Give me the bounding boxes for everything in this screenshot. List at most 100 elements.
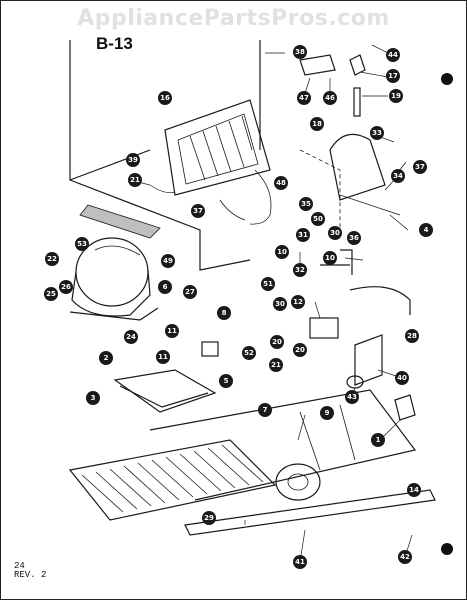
svg-text:9: 9 [325, 409, 330, 417]
svg-text:35: 35 [301, 200, 311, 208]
svg-text:3: 3 [91, 394, 96, 402]
callout-38: 38 [293, 45, 307, 59]
svg-text:5: 5 [224, 377, 229, 385]
svg-text:44: 44 [388, 51, 398, 59]
svg-text:10: 10 [277, 248, 287, 256]
watermark: AppliancePartsPros.com [77, 6, 390, 31]
svg-text:37: 37 [193, 207, 203, 215]
svg-text:11: 11 [158, 353, 168, 361]
callout-42: 42 [398, 550, 412, 564]
drain-tube [349, 286, 411, 315]
callout-11b: 11 [165, 324, 179, 338]
callout-34: 34 [391, 169, 405, 183]
callout-18: 18 [310, 117, 324, 131]
callout-8: 8 [217, 306, 231, 320]
callout-3: 3 [86, 391, 100, 405]
svg-text:43: 43 [347, 393, 357, 401]
callout-26: 26 [59, 280, 73, 294]
svg-text:31: 31 [298, 231, 308, 239]
callout-36: 36 [347, 231, 361, 245]
svg-text:25: 25 [46, 290, 56, 298]
svg-text:16: 16 [160, 94, 170, 102]
callout-24: 24 [124, 330, 138, 344]
svg-text:47: 47 [299, 94, 309, 102]
callout-43: 43 [345, 390, 359, 404]
callout-16: 16 [158, 91, 172, 105]
svg-text:41: 41 [295, 558, 305, 566]
svg-text:12: 12 [293, 298, 303, 306]
drain-pan [113, 369, 217, 413]
callout-20: 20 [270, 335, 284, 349]
callout-22: 22 [45, 252, 59, 266]
svg-text:11: 11 [167, 327, 177, 335]
svg-text:7: 7 [263, 406, 268, 414]
callout-4: 4 [419, 223, 433, 237]
page-title: B-13 [96, 34, 133, 53]
callout-5: 5 [219, 374, 233, 388]
base-frame [149, 389, 436, 536]
svg-text:20: 20 [295, 346, 305, 354]
callout-52: 52 [242, 346, 256, 360]
svg-text:1: 1 [376, 436, 381, 444]
callout-50: 50 [311, 212, 325, 226]
svg-text:49: 49 [163, 257, 173, 265]
callout-21b: 21 [269, 358, 283, 372]
callout-28: 28 [405, 329, 419, 343]
svg-text:21: 21 [271, 361, 281, 369]
svg-text:33: 33 [372, 129, 382, 137]
callout-35: 35 [299, 197, 313, 211]
callout-21: 21 [128, 173, 142, 187]
svg-text:38: 38 [295, 48, 305, 56]
callout-19: 19 [389, 89, 403, 103]
svg-text:48: 48 [276, 179, 286, 187]
svg-text:39: 39 [128, 156, 138, 164]
svg-text:26: 26 [61, 283, 71, 291]
svg-text:30: 30 [330, 229, 340, 237]
callout-44: 44 [386, 48, 400, 62]
overload-relay [201, 341, 219, 357]
callout-47: 47 [297, 91, 311, 105]
svg-text:10: 10 [325, 254, 335, 262]
svg-text:52: 52 [244, 349, 254, 357]
svg-text:24: 24 [126, 333, 136, 341]
svg-text:37: 37 [415, 163, 425, 171]
top-hardware [299, 54, 366, 76]
svg-text:4: 4 [424, 226, 429, 234]
callout-39: 39 [126, 153, 140, 167]
insulation-strip [79, 204, 161, 239]
callout-30b: 30 [328, 226, 342, 240]
condenser-fan-motor [275, 463, 321, 501]
svg-text:51: 51 [263, 280, 273, 288]
svg-text:18: 18 [312, 120, 322, 128]
svg-text:36: 36 [349, 234, 359, 242]
callout-2: 2 [99, 351, 113, 365]
callout-48: 48 [274, 176, 288, 190]
heater-tube [353, 87, 361, 117]
punch-hole-top [441, 73, 453, 85]
callout-12: 12 [291, 295, 305, 309]
leader-lines [244, 44, 413, 563]
callouts-secondary: 10 20 21 30 11 [165, 226, 342, 372]
callout-51: 51 [261, 277, 275, 291]
callout-46: 46 [323, 91, 337, 105]
svg-text:29: 29 [204, 514, 214, 522]
svg-text:53: 53 [77, 240, 87, 248]
thermostat-bracket [394, 394, 416, 421]
callout-11: 11 [156, 350, 170, 364]
svg-text:28: 28 [407, 332, 417, 340]
callout-32: 32 [293, 263, 307, 277]
revision-label: REV. 2 [14, 570, 47, 580]
callout-27: 27 [183, 285, 197, 299]
callout-30: 30 [273, 297, 287, 311]
svg-text:27: 27 [185, 288, 195, 296]
callout-17: 17 [386, 69, 400, 83]
svg-text:8: 8 [222, 309, 227, 317]
svg-text:30: 30 [275, 300, 285, 308]
callouts: 1 2 3 4 5 6 7 8 9 10 11 12 14 16 17 18 1… [44, 45, 433, 569]
callout-29: 29 [202, 511, 216, 525]
svg-text:40: 40 [397, 374, 407, 382]
callout-20b: 20 [293, 343, 307, 357]
svg-text:32: 32 [295, 266, 305, 274]
svg-text:6: 6 [163, 283, 168, 291]
